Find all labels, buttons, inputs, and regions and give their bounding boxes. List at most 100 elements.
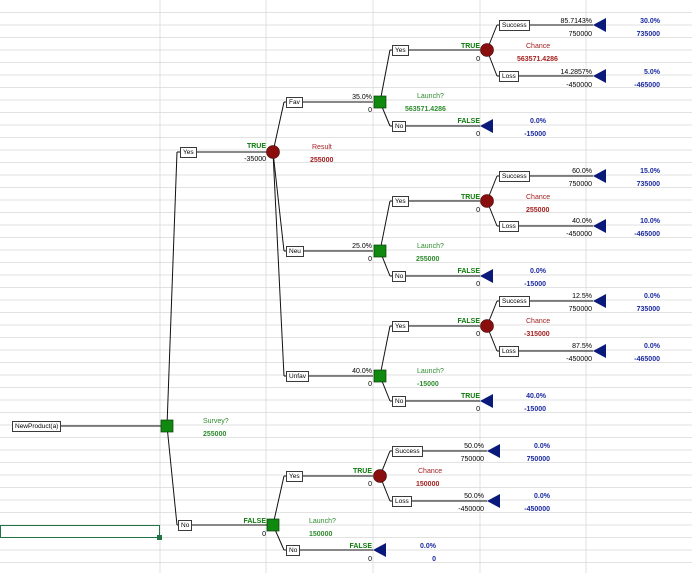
neu-no-label[interactable]: No	[392, 271, 407, 282]
fav-cost: 0	[368, 107, 372, 114]
fav-success-payoff-prob: 30.0%	[640, 18, 660, 25]
fav-success-value: 750000	[568, 31, 592, 38]
nosurvey-chance-value: 150000	[416, 481, 440, 488]
neu-loss-payoff: -465000	[634, 231, 660, 238]
nosurvey-launch-decision-node	[266, 518, 280, 532]
fav-chance-node	[480, 43, 494, 57]
result-node-value: 255000	[310, 157, 334, 164]
branch-line	[379, 49, 391, 103]
nosurvey-no-payoff: 0	[432, 556, 436, 563]
tree-branch-lines	[60, 24, 593, 551]
fav-loss-label[interactable]: Loss	[499, 71, 519, 82]
unfav-no-payoff: -15000	[524, 406, 546, 413]
neu-yes-flag: TRUE	[460, 194, 480, 201]
nosurvey-no-label[interactable]: No	[286, 545, 301, 556]
unfav-success-payoff: 735000	[636, 306, 660, 313]
unfav-no-label[interactable]: No	[392, 396, 407, 407]
unfav-loss-label[interactable]: Loss	[499, 346, 519, 357]
survey-yes-label[interactable]: Yes	[180, 147, 197, 158]
terminal-node	[487, 494, 500, 508]
neu-yes-cost: 0	[476, 207, 480, 214]
fav-launch-value: 563571.4286	[405, 106, 446, 113]
neu-loss-label[interactable]: Loss	[499, 221, 519, 232]
unfav-no-cost: 0	[476, 406, 480, 413]
neu-success-value: 750000	[568, 181, 592, 188]
selected-cell[interactable]	[0, 525, 160, 538]
unfav-no-payoff-prob: 40.0%	[526, 393, 546, 400]
unfav-yes-flag: FALSE	[457, 318, 480, 325]
terminal-node	[593, 344, 606, 358]
neu-loss-prob: 40.0%	[572, 218, 592, 225]
branch-line	[379, 325, 391, 377]
branch-line	[379, 200, 391, 252]
nosurvey-loss-label[interactable]: Loss	[392, 496, 412, 507]
nosurvey-launch-name: Launch?	[309, 518, 336, 525]
survey-no-label[interactable]: No	[178, 520, 193, 531]
terminal-node	[593, 18, 606, 32]
nosurvey-no-cost: 0	[368, 556, 372, 563]
unfav-success-payoff-prob: 0.0%	[644, 293, 660, 300]
fav-yes-cost: 0	[476, 56, 480, 63]
fav-no-flag: FALSE	[457, 118, 480, 125]
nosurvey-success-payoff: 750000	[526, 456, 550, 463]
unfav-chance-name: Chance	[526, 318, 551, 325]
unfav-chance-node	[480, 319, 494, 333]
unfav-loss-payoff: -465000	[634, 356, 660, 363]
nosurvey-success-label[interactable]: Success	[392, 446, 423, 457]
nosurvey-success-prob: 50.0%	[464, 443, 484, 450]
tree-nodes	[160, 18, 606, 557]
neu-success-prob: 60.0%	[572, 168, 592, 175]
neu-cost: 0	[368, 256, 372, 263]
unfav-prob: 40.0%	[352, 368, 372, 375]
survey-decision-node	[160, 419, 174, 433]
neu-no-payoff: -15000	[524, 281, 546, 288]
nosurvey-loss-payoff-prob: 0.0%	[534, 493, 550, 500]
fav-chance-name: Chance	[526, 43, 551, 50]
unfav-launch-value: -15000	[417, 381, 439, 388]
fav-chance-value: 563571.4286	[517, 56, 558, 63]
nosurvey-yes-cost: 0	[368, 481, 372, 488]
neu-loss-value: -450000	[566, 231, 592, 238]
neu-prob: 25.0%	[352, 243, 372, 250]
fav-yes-label[interactable]: Yes	[392, 45, 409, 56]
unfav-yes-cost: 0	[476, 331, 480, 338]
fav-label[interactable]: Fav	[286, 97, 303, 108]
fav-yes-flag: TRUE	[460, 43, 480, 50]
terminal-node	[593, 294, 606, 308]
neu-no-payoff-prob: 0.0%	[530, 268, 546, 275]
neu-success-payoff: 735000	[636, 181, 660, 188]
neu-success-label[interactable]: Success	[499, 171, 530, 182]
fav-success-payoff: 735000	[636, 31, 660, 38]
unfav-loss-prob: 87.5%	[572, 343, 592, 350]
fav-success-label[interactable]: Success	[499, 20, 530, 31]
unfav-success-label[interactable]: Success	[499, 296, 530, 307]
survey-no-flag: FALSE	[243, 518, 266, 525]
nosurvey-yes-label[interactable]: Yes	[286, 471, 303, 482]
unfav-yes-label[interactable]: Yes	[392, 321, 409, 332]
neu-label[interactable]: Neu	[286, 246, 304, 257]
nosurvey-success-value: 750000	[460, 456, 484, 463]
terminal-node	[593, 169, 606, 183]
nosurvey-yes-flag: TRUE	[352, 468, 372, 475]
fav-no-label[interactable]: No	[392, 121, 407, 132]
branch-line	[166, 151, 178, 427]
nosurvey-no-payoff-prob: 0.0%	[420, 543, 436, 550]
neu-success-payoff-prob: 15.0%	[640, 168, 660, 175]
root-label[interactable]: NewProduct(a)	[12, 421, 62, 432]
nosurvey-success-payoff-prob: 0.0%	[534, 443, 550, 450]
neu-loss-payoff-prob: 10.0%	[640, 218, 660, 225]
neu-yes-label[interactable]: Yes	[392, 196, 409, 207]
unfav-cost: 0	[368, 381, 372, 388]
nosurvey-no-flag: FALSE	[349, 543, 372, 550]
fav-loss-payoff-prob: 5.0%	[644, 69, 660, 76]
terminal-node	[593, 69, 606, 83]
unfav-launch-name: Launch?	[417, 368, 444, 375]
fav-no-cost: 0	[476, 131, 480, 138]
survey-node-name: Survey?	[203, 418, 229, 425]
fav-loss-prob: 14.2857%	[560, 69, 592, 76]
fill-handle[interactable]	[157, 535, 162, 540]
fav-launch-decision-node	[373, 95, 387, 109]
unfav-label[interactable]: Unfav	[286, 371, 309, 382]
